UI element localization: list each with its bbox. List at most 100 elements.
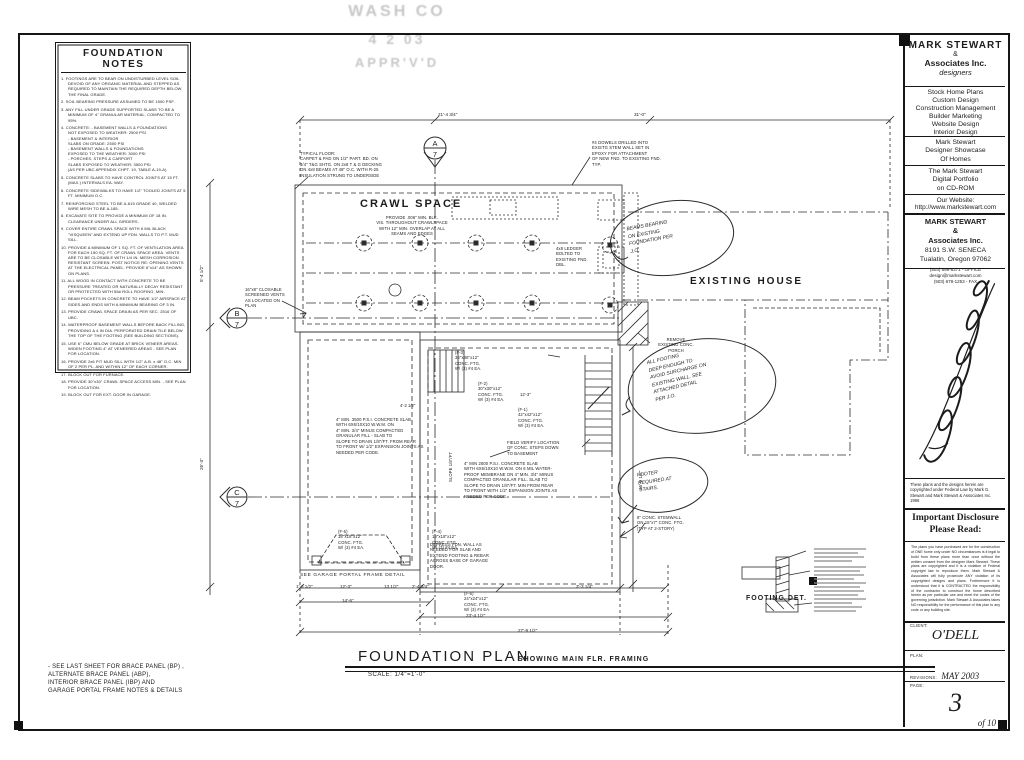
page-label: PAGE: — [910, 683, 924, 688]
website-url[interactable]: http://www.markstewart.com — [914, 204, 997, 211]
stamp-line: 4 2 03 — [368, 31, 426, 47]
registration-mark — [998, 720, 1007, 729]
plan-label: PLAN: — [910, 653, 924, 658]
revision-clouds — [609, 199, 777, 524]
service-item: Custom Design — [932, 97, 979, 105]
foundation-note: 11. ALL WOOD IN CONTACT WITH CONCRETE TO… — [61, 278, 183, 294]
registration-mark — [899, 35, 910, 46]
service-item: Builder Marketing — [929, 113, 982, 121]
copyright-note: These plans and the designs herein are c… — [910, 482, 992, 504]
plan-field: PLAN: — [907, 653, 1004, 658]
contact-info: (503) 699-8371 - OFFICE design@markstewa… — [929, 267, 982, 285]
dimension: 5'-4 1/2" — [199, 265, 204, 282]
marker-number: 7 — [235, 320, 239, 329]
foundation-note: 7. REINFORCING STEEL TO BE A-615 GRADE 4… — [61, 200, 177, 211]
footing-detail — [741, 550, 813, 613]
top-dimension-line — [295, 115, 895, 208]
page-of: of 10 — [977, 718, 996, 728]
vents-note: 16"x8" CLOSABLE SCREENED VENTS AS LOCATE… — [245, 287, 285, 309]
dimension: 1'-3 1/2" — [296, 584, 313, 589]
bottom-dimension-lines — [295, 565, 673, 637]
revisions-label: REVISIONS: — [910, 675, 937, 680]
firm-name-block: MARK STEWART & Associates Inc. designers — [907, 40, 1004, 77]
foundation-plan-drawing: A 7 B 7 C 7 — [205, 115, 895, 637]
disclosure-title: Important Disclosure Please Read: — [912, 513, 999, 535]
marker-number: 7 — [235, 499, 239, 508]
firm-name: MARK STEWART — [908, 40, 1003, 51]
title-block-divider — [903, 33, 905, 727]
section-marker-b — [219, 307, 622, 329]
footing-detail-notes — [814, 548, 866, 612]
title-underline — [345, 666, 935, 672]
address: 8191 S.W. SENECA Tualatin, Oregon 97062 — [919, 247, 992, 263]
marker-letter: C — [234, 488, 240, 497]
ledger-note: 4x8 LEDGER BOLTED TO EXISTING FND. DBL. — [556, 246, 588, 268]
marker-letter: A — [432, 139, 437, 148]
garage-portal-note: SEE GARAGE PORTAL FRAME DETAIL — [300, 573, 406, 578]
dimension: 14'-6" — [342, 598, 354, 603]
dimension: 4'-2 1/2" — [400, 403, 416, 408]
foundation-note: 10. PROVIDE A MINIMUM OF 1 SQ. FT. OF VE… — [61, 244, 184, 276]
dimension: 23'-4 1/2" — [466, 613, 486, 618]
foundation-note: 2. SOIL BEARING PRESSURE ASSUMED TO BE 1… — [61, 99, 175, 105]
dimension: 21'-4 3/4" — [438, 112, 458, 117]
brace-panel-note: - SEE LAST SHEET FOR BRACE PANEL (BP) , … — [48, 664, 184, 695]
keynote-bubble — [388, 283, 402, 297]
typical-floor-note: TYPICAL FLOOR: CARPET & PAD ON 1/2" PART… — [300, 151, 383, 178]
garage-slab-note: 4" MIN. 3500 P.S.I. CONCRETE SLAB WITH 6… — [336, 417, 424, 455]
approval-stamp: WASH CO 4 2 03 APPR'V'D — [322, 4, 472, 70]
foundation-note: 8. EXCAVATE SITE TO PROVIDE A MINIMUM OF… — [61, 213, 168, 224]
dimension: 31'-0" — [634, 112, 646, 117]
crawlspace-vapor-note: PROVIDE .006" MIN. BLK. VIS. THROUGHOUT … — [376, 215, 448, 237]
existing-house-outline — [622, 211, 889, 456]
registration-mark — [809, 577, 817, 585]
marker-number: 7 — [433, 150, 437, 159]
dimension: 16'-9 1/2" — [638, 470, 643, 490]
service-item: Website Design — [931, 121, 980, 129]
sheet-border — [18, 33, 1010, 731]
foundation-note: 17. BLOCK OUT FOR FURNACE. — [61, 371, 125, 377]
service-item: Interior Design — [933, 129, 978, 137]
foundation-notes-box: FOUNDATION NOTES 1. FOOTINGS ARE TO BEAR… — [55, 42, 191, 397]
disclosure-body: The plans you have purchased are for the… — [911, 545, 1000, 612]
showcase-block: Mark Stewart Designer Showcase Of Homes — [925, 139, 986, 163]
sheet-title: FOUNDATION PLAN — [358, 648, 530, 665]
client-field: CLIENT: O'DELL — [907, 623, 1004, 644]
firm-tagline: designers — [939, 68, 972, 77]
dimension: 27'-9 1/2" — [518, 628, 538, 633]
dimension: 2'-4 3/4" — [412, 584, 429, 589]
foundation-note: 4. CONCRETE: - BASEMENT WALLS & FOUNDATI… — [61, 125, 168, 172]
dimension: 13 1/2" — [384, 584, 399, 589]
crawlspace-walls — [294, 184, 623, 333]
designer-signature — [919, 280, 996, 463]
website-block: Our Website: http://www.markstewart.com — [907, 197, 1004, 211]
footing-label-f1: (F-1) 42"x42"x12" CONC. FTG. W/ (3) #4 E… — [518, 407, 545, 429]
depress-note: DEPRESS FDN. WALL AS NEEDED FOR SLAB AND… — [430, 542, 489, 569]
client-value: O'DELL — [931, 628, 980, 643]
dimension: 12'-3" — [340, 584, 352, 589]
basement-stair — [584, 355, 613, 455]
dimension: 3'-3 1/4" — [576, 584, 593, 589]
foundation-note: 1. FOOTINGS ARE TO BEAR ON UNDISTURBED L… — [61, 76, 182, 97]
basement-walls — [419, 339, 621, 593]
existing-house-label: EXISTING HOUSE — [690, 276, 804, 287]
marker-letter: B — [234, 309, 239, 318]
revisions-field: REVISIONS: MAY 2003 — [907, 666, 1004, 684]
foundation-note: 14. WATERPROOF BASEMENT WALLS BEFORE BAC… — [61, 322, 186, 338]
crawl-space-label: CRAWL SPACE — [360, 198, 463, 210]
page-field: PAGE: 3 of 10 — [907, 683, 1004, 728]
address-firm: MARK STEWART & Associates Inc. — [924, 217, 987, 245]
foundation-note: 5. CONCRETE SLABS TO HAVE CONTROL JOINTS… — [61, 174, 179, 185]
right-dimension-line — [628, 342, 638, 592]
foundation-note: 13. PROVIDE CRAWL SPACE DRAIN AS PER SEC… — [61, 309, 177, 320]
stamp-line: APPR'V'D — [354, 55, 440, 70]
remove-porch-note: REMOVE EXISTING CONC. PORCH — [658, 337, 694, 353]
field-verify-note: FIELD VERIFY LOCATION OF CONC. STEPS DOW… — [507, 440, 560, 456]
slab-note: 4" MIN 2500 P.S.I. CONCRETE SLAB WITH 6X… — [464, 461, 558, 499]
foundation-note: 18. PROVIDE 30"x30" CRAWL SPACE ACCESS M… — [61, 379, 186, 390]
address-block: MARK STEWART & Associates Inc. 8191 S.W.… — [907, 217, 1004, 285]
footing-label-f4: (F-4) 18"x18"x12" CONC. FTG. W/ (3) #4 E… — [432, 529, 459, 551]
service-item: Stock Home Plans — [927, 89, 984, 96]
girder-lines — [306, 242, 618, 304]
website-label: Our Website: — [936, 197, 975, 204]
